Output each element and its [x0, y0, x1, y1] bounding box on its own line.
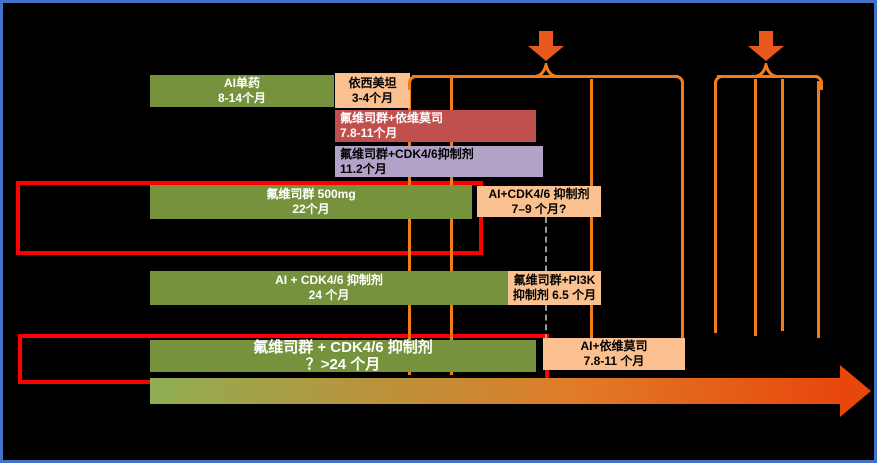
- bar-ai-monotherapy: AI单药 8-14个月: [150, 75, 334, 107]
- brace-1-peak: [534, 63, 558, 78]
- bar-duration: 7–9 个月?: [511, 201, 567, 216]
- bar-fulvestrant-pi3k: 氟维司群+PI3K 抑制剂 6.5 个月: [508, 271, 601, 305]
- bar-label: AI + CDK4/6 抑制剂: [275, 273, 383, 287]
- bar-label: 依西美坦: [348, 75, 397, 90]
- timeline-vline-8: [817, 81, 820, 338]
- bar-label: 氟维司群+依维莫司: [340, 111, 444, 125]
- bar-duration: 8-14个月: [217, 91, 267, 105]
- bar-fulvestrant-everolimus: 氟维司群+依维莫司 7.8-11个月: [335, 110, 536, 142]
- bar-ai-cdk46-24m: AI + CDK4/6 抑制剂 24 个月: [150, 271, 508, 305]
- bar-duration: 7.8-11 个月: [583, 354, 645, 368]
- bar-duration: 22个月: [292, 202, 330, 216]
- bar-label: 氟维司群 + CDK4/6 抑制剂: [253, 339, 433, 356]
- bar-fulvestrant-cdk46-24plus: 氟维司群 + CDK4/6 抑制剂 ？>24 个月: [150, 339, 536, 373]
- brace-2-peak: [754, 63, 778, 78]
- bar-ai-everolimus: AI+依维莫司 7.8-11 个月: [543, 338, 685, 370]
- bar-duration: 抑制剂 6.5 个月: [512, 288, 597, 302]
- brace-1-right-corner: [671, 75, 684, 90]
- bar-label: 氟维司群 500mg: [266, 187, 356, 201]
- timeline-vline-2: [450, 77, 453, 375]
- bar-duration: 11.2个月: [340, 161, 387, 176]
- bar-label: 氟维司群+PI3K: [513, 273, 596, 287]
- bar-label: 氟维司群+CDK4/6抑制剂: [340, 146, 474, 161]
- timeline-vline-1: [408, 77, 411, 375]
- timeline-vline-6: [754, 79, 757, 336]
- brace-1: [412, 75, 678, 78]
- brace-2-right-corner: [810, 75, 823, 90]
- brace-2: [717, 75, 818, 78]
- bar-duration: 3-4个月: [351, 90, 394, 105]
- bar-duration: ？>24 个月: [305, 356, 381, 373]
- timeline-vline-5: [714, 81, 717, 333]
- highlight-box-fulvestrant-500: [16, 181, 483, 255]
- bar-duration: 24 个月: [308, 288, 350, 302]
- brace-1-left-corner: [408, 75, 421, 90]
- bar-label: AI单药: [223, 76, 260, 90]
- bar-label: AI+依维莫司: [580, 339, 648, 353]
- right-arrow-icon: [840, 365, 871, 417]
- timeline-vline-4: [681, 81, 684, 338]
- bar-ai-cdk46-question: AI+CDK4/6 抑制剂 7–9 个月?: [477, 186, 601, 217]
- timeline-vline-7: [781, 79, 784, 331]
- bar-exemestane: 依西美坦 3-4个月: [335, 73, 410, 108]
- bar-duration: 7.8-11个月: [340, 126, 398, 140]
- timeline-gradient-arrow-body: [150, 378, 841, 404]
- bar-fulvestrant-500mg: 氟维司群 500mg 22个月: [150, 185, 472, 219]
- brace-2-left-corner: [714, 75, 727, 90]
- bar-label: AI+CDK4/6 抑制剂: [488, 186, 590, 201]
- bar-fulvestrant-cdk46: 氟维司群+CDK4/6抑制剂 11.2个月: [335, 146, 543, 177]
